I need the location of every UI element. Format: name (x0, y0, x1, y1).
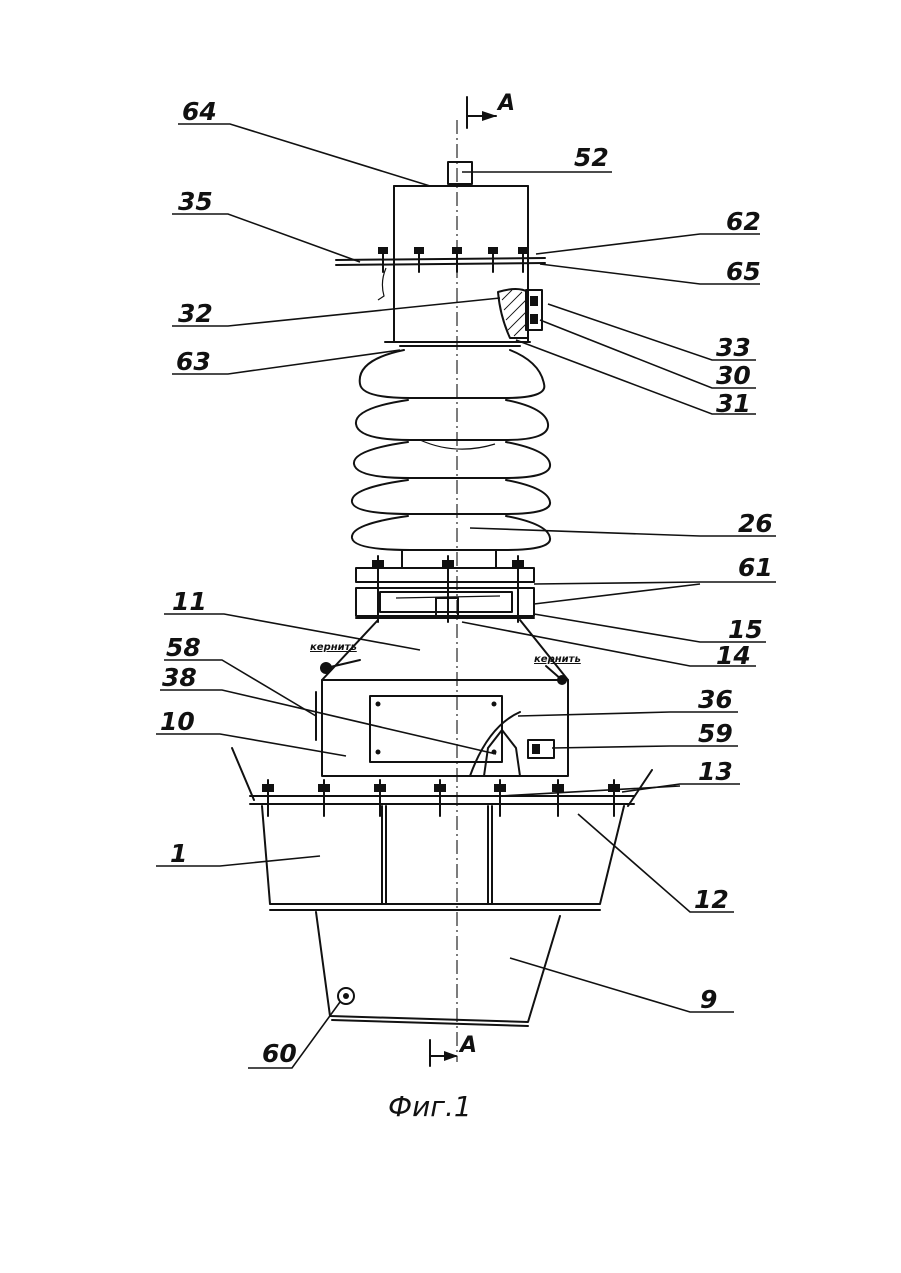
callout-30: 30 (716, 361, 751, 390)
terminal-52 (448, 162, 472, 184)
base-flange (232, 748, 652, 816)
callout-36: 36 (698, 685, 733, 714)
callout-38: 38 (162, 663, 197, 692)
callout-52: 52 (574, 143, 609, 172)
callout-14: 14 (716, 641, 751, 670)
section-mark-top: A (467, 91, 515, 128)
callout-32: 32 (178, 299, 213, 328)
callout-63: 63 (176, 347, 211, 376)
housing-1 (262, 806, 624, 910)
callout-10: 10 (160, 707, 195, 736)
note-kernit-right: кернить (534, 654, 581, 665)
callout-13: 13 (698, 757, 733, 786)
callout-31: 31 (716, 389, 751, 418)
callout-60: 60 (262, 1039, 297, 1068)
section-label-top: A (496, 91, 515, 116)
base-flange-bolts (262, 780, 620, 816)
top-cap-housing (336, 186, 545, 342)
section-label-bottom: A (458, 1033, 477, 1058)
callout-61: 61 (738, 553, 773, 582)
callout-64: 64 (182, 97, 217, 126)
porcelain-insulator (352, 346, 550, 568)
callout-12: 12 (694, 885, 729, 914)
lower-tank-9 (316, 912, 560, 1026)
kernit-marker-right (546, 666, 567, 685)
callout-26: 26 (738, 509, 773, 538)
middle-flange (356, 556, 534, 622)
callout-15: 15 (728, 615, 763, 644)
figure-caption: Фиг.1 (388, 1090, 472, 1123)
callout-9: 9 (700, 985, 717, 1014)
callout-59: 59 (698, 719, 733, 748)
cone-11 (322, 620, 568, 680)
callout-62: 62 (726, 207, 761, 236)
callout-65: 65 (726, 257, 761, 286)
terminal-box (316, 660, 568, 776)
section-mark-bottom: A (430, 1033, 477, 1066)
note-kernit-left: кернить (310, 642, 357, 653)
callout-58: 58 (166, 633, 201, 662)
callout-11: 11 (172, 587, 207, 616)
callout-33: 33 (716, 333, 751, 362)
leader-lines (156, 124, 776, 1068)
callout-35: 35 (178, 187, 213, 216)
callout-1: 1 (170, 839, 187, 868)
